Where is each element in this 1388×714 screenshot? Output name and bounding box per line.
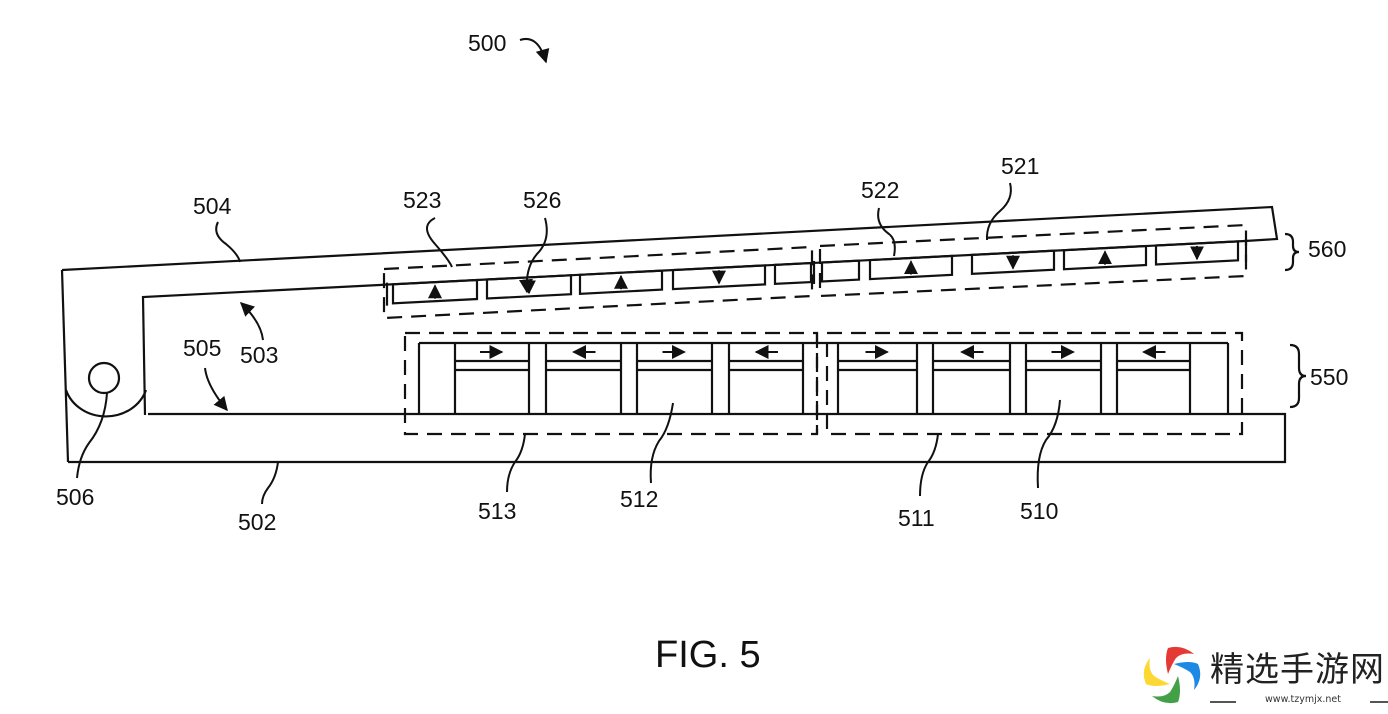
pinwheel-logo-icon — [1143, 646, 1201, 704]
upper-magnet-block — [970, 249, 1056, 276]
upper-group-523-boundary — [382, 245, 814, 320]
lid-inner-edge — [141, 239, 1246, 416]
leader-511 — [919, 433, 939, 497]
label-523: 523 — [403, 187, 441, 213]
label-504: 504 — [193, 193, 232, 219]
leader-504 — [215, 221, 241, 263]
hinge-arc — [64, 389, 148, 418]
leader-506 — [76, 392, 108, 479]
watermark-title: 精选手游网 — [1210, 650, 1385, 690]
figure-caption: FIG. 5 — [655, 634, 761, 676]
label-506: 506 — [56, 484, 94, 510]
label-500: 500 — [468, 30, 506, 56]
label-502: 502 — [238, 509, 276, 535]
upper-magnet-block — [1062, 244, 1148, 271]
watermark-url: www.tzymjx.net — [1265, 694, 1341, 705]
leader-523 — [426, 217, 453, 268]
device-outline — [60, 205, 1287, 464]
label-522: 522 — [861, 177, 899, 203]
brace-560 — [1284, 232, 1300, 272]
label-521: 521 — [1001, 153, 1039, 179]
label-511: 511 — [898, 505, 935, 531]
upper-magnet-block — [671, 264, 767, 291]
watermark-rule-left — [1210, 701, 1236, 703]
upper-magnet-block — [868, 254, 954, 281]
hinge-pin — [87, 361, 121, 395]
upper-magnet-block — [773, 261, 813, 286]
leader-521 — [985, 182, 1012, 241]
leader-513 — [506, 433, 526, 493]
leader-522 — [877, 207, 896, 257]
upper-magnet-array — [382, 223, 1248, 320]
reference-labels: 500 504 503 505 506 502 523 526 522 521 … — [56, 30, 1348, 535]
label-526: 526 — [523, 187, 561, 213]
leader-503 — [239, 302, 264, 341]
watermark-rule-right — [1370, 701, 1388, 703]
base-outline — [68, 412, 1287, 464]
leader-512 — [649, 402, 674, 484]
upper-group-521-boundary — [818, 223, 1248, 298]
leader-510 — [1036, 399, 1061, 489]
lower-group-513-boundary — [403, 331, 819, 436]
leader-502 — [261, 461, 279, 505]
label-505: 505 — [183, 335, 221, 361]
leader-500 — [519, 38, 550, 64]
upper-magnet-block — [1154, 240, 1240, 266]
leader-526 — [518, 217, 548, 294]
lower-magnet-array — [403, 331, 1244, 436]
lower-group-511-boundary — [825, 331, 1244, 436]
lid-outer-edge — [61, 205, 1279, 272]
upper-magnet-block — [485, 274, 573, 300]
left-outer-wall — [60, 269, 70, 463]
label-560: 560 — [1308, 236, 1346, 262]
upper-magnet-block — [578, 269, 664, 295]
leader-lines — [76, 38, 1061, 505]
upper-magnet-block — [820, 259, 861, 283]
label-510: 510 — [1020, 498, 1058, 524]
label-513: 513 — [478, 498, 516, 524]
watermark: 精选手游网 www.tzymjx.net — [1138, 640, 1388, 714]
upper-magnet-block — [391, 278, 479, 305]
brace-550 — [1289, 343, 1307, 409]
label-512: 512 — [620, 486, 658, 512]
label-550: 550 — [1310, 364, 1348, 390]
leader-505 — [204, 367, 228, 412]
label-503: 503 — [240, 342, 278, 368]
